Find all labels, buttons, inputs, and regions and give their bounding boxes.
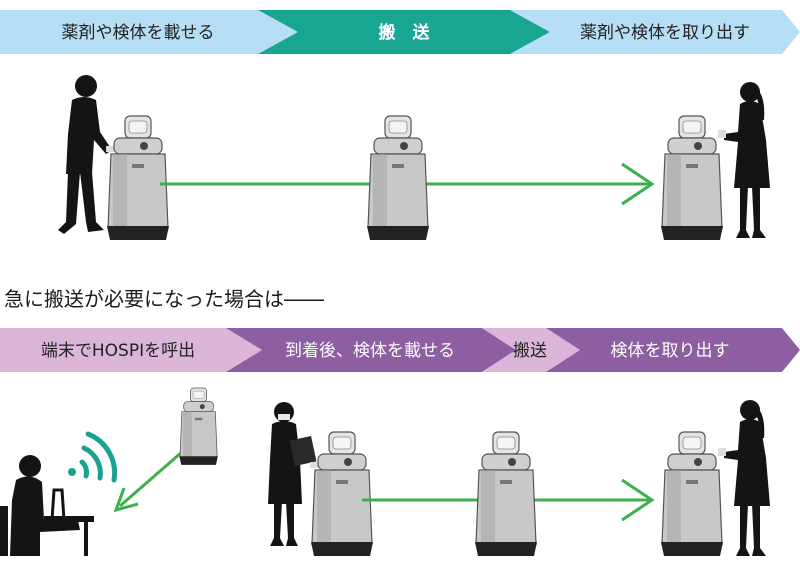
arrowhead-icon xyxy=(621,478,655,522)
arrowhead-icon xyxy=(621,162,655,206)
hospi-robot-icon xyxy=(106,115,170,241)
computer-user-icon xyxy=(0,455,94,556)
hospi-robot-icon xyxy=(310,431,374,557)
flow1-bar: 薬剤や検体を載せる 搬 送 薬剤や検体を取り出す xyxy=(0,10,800,54)
flow2-step2-label: 到着後、検体を載せる xyxy=(285,341,455,361)
flow2-step3-label: 搬送 xyxy=(513,341,547,361)
emergency-heading: 急に搬送が必要になった場合は―― xyxy=(4,287,324,311)
person-silhouette-icon xyxy=(268,402,318,546)
flow1-step1-label: 薬剤や検体を載せる xyxy=(62,23,215,43)
flow1-step1-chevron xyxy=(0,10,298,54)
flow1-step2-label: 搬 送 xyxy=(379,22,431,43)
wifi-signal-icon xyxy=(68,431,118,483)
hospi-robot-icon xyxy=(474,431,538,557)
flow2-bar: 端末でHOSPIを呼出 到着後、検体を載せる 搬送 検体を取り出す xyxy=(0,328,800,372)
call-arrow-line xyxy=(119,450,183,508)
flow1-step3-label: 薬剤や検体を取り出す xyxy=(580,23,750,43)
flow2-step1-label: 端末でHOSPIを呼出 xyxy=(41,341,195,361)
flow2-step1-chevron xyxy=(0,328,262,372)
person-silhouette-icon xyxy=(58,75,114,234)
hospi-robot-icon xyxy=(660,115,724,241)
hospi-robot-icon xyxy=(366,115,430,241)
flow2-step4-label: 検体を取り出す xyxy=(611,341,730,361)
flow1-step2-chevron xyxy=(258,10,550,54)
flow2-step4-chevron xyxy=(546,328,800,372)
flow2-scene xyxy=(0,387,770,557)
flow1-step3-chevron xyxy=(510,10,800,54)
arrowhead-icon xyxy=(113,487,139,513)
person-silhouette-icon xyxy=(718,82,770,238)
flow2-step2-chevron xyxy=(226,328,516,372)
flow1-scene xyxy=(58,75,770,241)
hospi-robot-icon xyxy=(179,387,219,466)
person-silhouette-icon xyxy=(718,400,770,556)
hospi-robot-icon xyxy=(660,431,724,557)
flow2-step3-chevron xyxy=(482,328,580,372)
